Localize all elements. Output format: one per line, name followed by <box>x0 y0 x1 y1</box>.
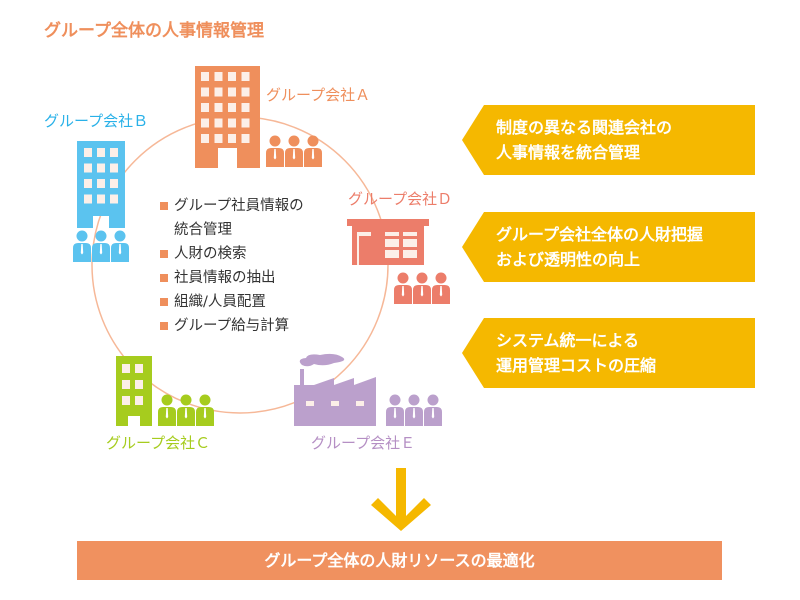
window <box>228 72 236 81</box>
window <box>122 364 130 373</box>
window <box>135 396 143 405</box>
benefit-text: 制度の異なる関連会社の <box>496 118 673 137</box>
window <box>241 72 250 81</box>
window <box>97 179 105 188</box>
window <box>201 72 209 81</box>
employees-icon <box>385 394 443 430</box>
window <box>122 396 130 405</box>
company-c-label: グループ会社Ｃ <box>106 434 211 452</box>
window <box>228 87 236 97</box>
window <box>110 194 118 204</box>
window <box>214 134 223 143</box>
feature-item: 人財の検索 <box>160 242 304 266</box>
company-a-label: グループ会社Ａ <box>266 86 371 104</box>
window <box>84 163 92 173</box>
window <box>241 103 250 112</box>
window <box>84 194 92 204</box>
window <box>201 134 209 143</box>
office-building-icon <box>116 356 152 426</box>
window <box>110 148 118 157</box>
down-arrow-icon <box>371 468 431 531</box>
window <box>84 179 92 188</box>
window <box>241 87 250 97</box>
window <box>135 380 143 389</box>
benefit-text: 運用管理コストの圧縮 <box>496 356 657 375</box>
feature-item: 社員情報の抽出 <box>160 266 304 290</box>
window <box>228 103 236 112</box>
benefit-text: システム統一による <box>496 331 640 350</box>
employees-icon <box>157 394 215 430</box>
benefit-text: 人事情報を統合管理 <box>496 143 641 162</box>
company-d-label: グループ会社Ｄ <box>348 190 453 208</box>
employees-icon <box>72 230 130 266</box>
window <box>110 179 118 188</box>
factory-icon <box>294 353 376 426</box>
benefit-callout: グループ会社全体の人財把握および透明性の向上 <box>462 212 755 282</box>
window <box>201 118 209 128</box>
window <box>241 134 250 143</box>
company-b-label: グループ会社Ｂ <box>44 112 149 130</box>
window <box>228 134 236 143</box>
window <box>214 103 223 112</box>
window <box>135 364 143 373</box>
window <box>214 118 223 128</box>
window <box>97 148 105 157</box>
feature-item-continuation: 統合管理 <box>174 222 232 238</box>
benefit-text: および透明性の向上 <box>496 250 641 269</box>
result-banner: グループ全体の人財リソースの最適化 <box>77 541 722 580</box>
feature-list: グループ社員情報の 統合管理 人財の検索 社員情報の抽出 組織/人員配置 グルー… <box>160 194 304 338</box>
window <box>122 380 130 389</box>
office-building-icon <box>77 141 125 228</box>
office-building-icon: /*windows drawn below*/ <box>195 66 260 168</box>
window <box>201 87 209 97</box>
feature-item: グループ社員情報の <box>160 194 304 218</box>
window <box>110 163 118 173</box>
company-e-label: グループ会社Ｅ <box>311 434 416 452</box>
feature-item: 組織/人員配置 <box>160 290 304 314</box>
window <box>228 118 236 128</box>
page-title: グループ全体の人事情報管理 <box>44 21 264 41</box>
employees-icon <box>265 135 323 171</box>
benefit-callout: 制度の異なる関連会社の人事情報を統合管理 <box>462 105 755 175</box>
window <box>97 194 105 204</box>
window <box>214 72 223 81</box>
window <box>241 118 250 128</box>
benefit-text: グループ会社全体の人財把握 <box>496 225 704 244</box>
window <box>214 87 223 97</box>
window <box>97 163 105 173</box>
employees-icon <box>393 272 451 308</box>
benefit-callout: システム統一による運用管理コストの圧縮 <box>462 318 755 388</box>
shop-building-icon <box>347 219 429 265</box>
feature-item: グループ給与計算 <box>160 314 304 338</box>
window <box>201 103 209 112</box>
window <box>84 148 92 157</box>
